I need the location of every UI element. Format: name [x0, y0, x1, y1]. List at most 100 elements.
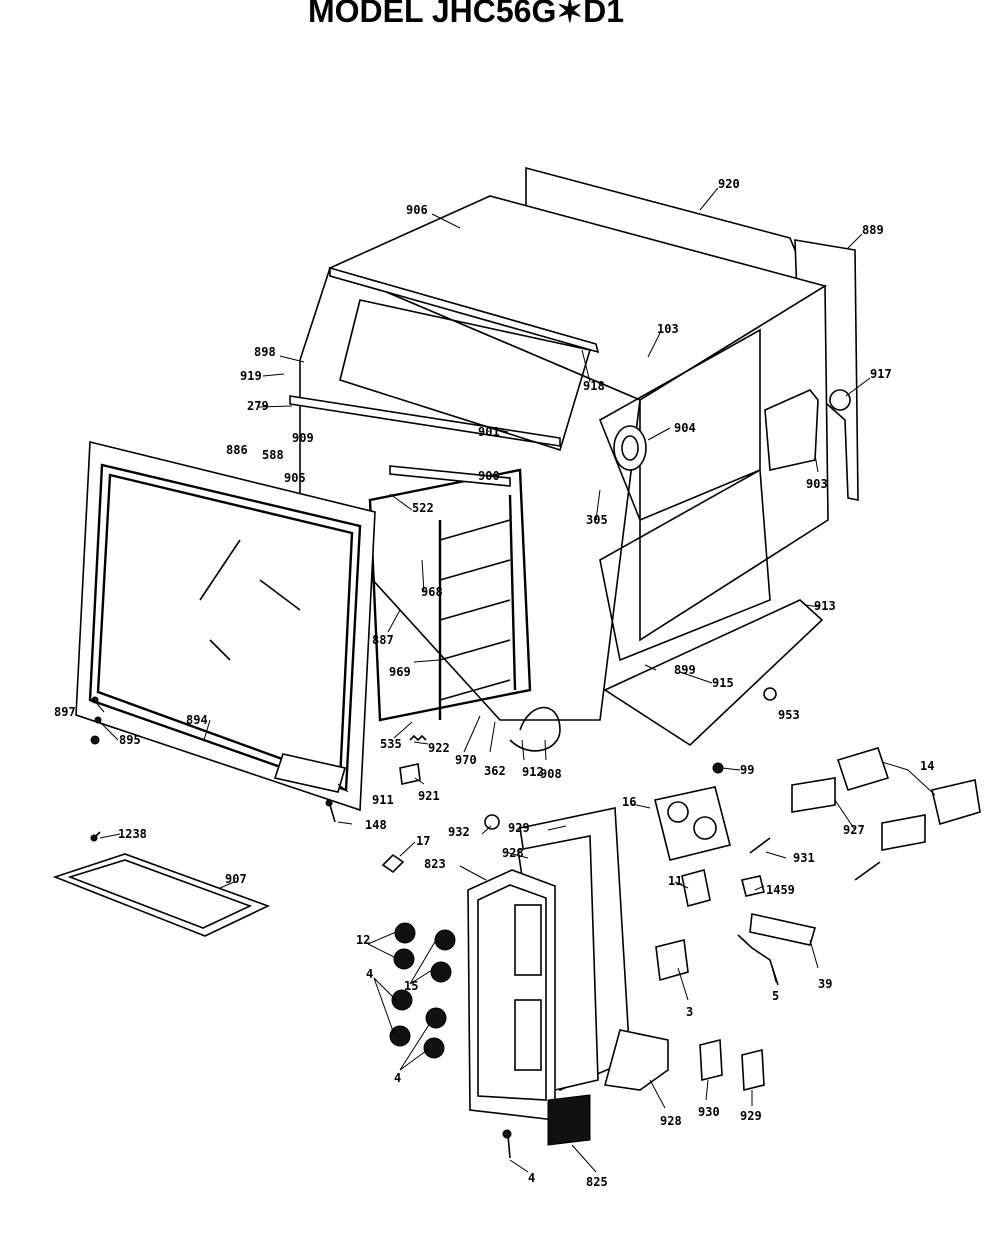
callout-label: 915 — [712, 676, 734, 690]
callout-label: 906 — [406, 203, 428, 217]
rack-side-rail — [438, 494, 517, 720]
fan-motor-hub — [621, 435, 639, 461]
grommet-953 — [763, 687, 777, 701]
screw-148 — [329, 804, 336, 823]
bottom-tray — [603, 599, 824, 747]
callout-label: 886 — [226, 443, 248, 457]
callout-label: 887 — [372, 633, 394, 647]
callout-label: 1459 — [766, 883, 795, 897]
plug-99 — [712, 762, 724, 774]
cabinet-assembly — [289, 166, 859, 752]
callout-label: 928 — [660, 1114, 682, 1128]
callout-label: 903 — [806, 477, 828, 491]
callout-label: 895 — [119, 733, 141, 747]
callout-label: 894 — [186, 713, 208, 727]
clip-921 — [399, 763, 421, 785]
bracket-927-a — [791, 777, 836, 813]
callout-label: 913 — [814, 599, 836, 613]
wire-harness — [509, 706, 561, 752]
probe-931-b — [854, 861, 881, 881]
probe-931-a — [749, 837, 771, 854]
door-hinge-bracket — [273, 753, 347, 793]
callout-label: 968 — [421, 585, 443, 599]
callout-label: 16 — [622, 795, 636, 809]
callout-label: 905 — [284, 471, 306, 485]
callout-label: 279 — [247, 399, 269, 413]
callout-label: 4 — [394, 1071, 401, 1085]
terminal-connector — [829, 389, 851, 411]
washer-897 — [91, 696, 99, 704]
washer-895 — [94, 716, 102, 724]
knob-15-lower — [430, 961, 452, 983]
callout-label: 17 — [416, 834, 430, 848]
callout-label: 969 — [389, 665, 411, 679]
leader-lines — [93, 187, 936, 1173]
outer-wrapper-side — [639, 284, 829, 642]
callout-label: 909 — [292, 431, 314, 445]
callout-label: 39 — [818, 977, 832, 991]
knob-4-b — [389, 1025, 411, 1047]
bracket-927-b — [881, 814, 926, 851]
door-glass-reflection — [199, 539, 301, 661]
lamp-bulb-17 — [381, 853, 405, 874]
callout-label: 14 — [920, 759, 934, 773]
callout-label: 522 — [412, 501, 434, 515]
callout-label: 908 — [540, 767, 562, 781]
callout-label: 912 — [522, 765, 544, 779]
control-front-panel — [467, 869, 556, 1121]
screw-4-bottom-head — [502, 1129, 512, 1139]
knob-4-a — [391, 989, 413, 1011]
nut-896 — [90, 735, 100, 745]
callout-label: 889 — [862, 223, 884, 237]
callout-label: 535 — [380, 737, 402, 751]
callout-label: 904 — [674, 421, 696, 435]
relay-board-16 — [654, 786, 731, 861]
callout-label: 907 — [225, 872, 247, 886]
callout-label: 928 — [502, 846, 524, 860]
trim-strip-900 — [389, 465, 511, 487]
callout-label: 15 — [404, 979, 418, 993]
door-outer-frame — [75, 440, 376, 812]
switch-14-right — [931, 779, 981, 826]
callout-label: 970 — [455, 753, 477, 767]
switch-930 — [699, 1038, 723, 1082]
oven-rack-guides — [439, 519, 511, 701]
callout-label: 921 — [418, 789, 440, 803]
callout-label: 588 — [262, 448, 284, 462]
callout-label: 917 — [870, 367, 892, 381]
callout-label: 932 — [448, 825, 470, 839]
top-vent-panel — [339, 299, 592, 452]
transformer-3 — [655, 939, 689, 982]
switch-14-left — [836, 747, 890, 791]
callout-label: 931 — [793, 851, 815, 865]
callout-label: 12 — [356, 933, 370, 947]
callout-label: 900 — [478, 469, 500, 483]
knob-12-lower — [393, 948, 415, 970]
fuse-1459 — [741, 875, 765, 897]
screw-1238-head — [90, 834, 98, 842]
screw-4-bottom — [507, 1134, 511, 1159]
sensor-5 — [737, 934, 779, 986]
relay-dial-a — [667, 801, 689, 823]
grommet-932 — [484, 814, 500, 830]
control-bracket-928 — [603, 1029, 669, 1091]
callout-label: 823 — [424, 857, 446, 871]
air-duct — [764, 389, 819, 471]
callout-label: 901 — [478, 425, 500, 439]
keypad-window-upper — [514, 904, 542, 976]
electronic-module-825 — [547, 1094, 591, 1146]
control-knobs — [389, 922, 456, 1059]
switch-929 — [741, 1048, 765, 1092]
callout-label: 911 — [372, 793, 394, 807]
spring-922 — [409, 734, 427, 742]
loose-parts — [52, 687, 777, 937]
electrical-components — [654, 747, 981, 1092]
callout-label: 103 — [657, 322, 679, 336]
callout-label: 305 — [586, 513, 608, 527]
oven-door — [75, 440, 376, 812]
callout-label: 897 — [54, 705, 76, 719]
side-cavity-frame — [598, 328, 771, 662]
knob-15-upper — [434, 929, 456, 951]
